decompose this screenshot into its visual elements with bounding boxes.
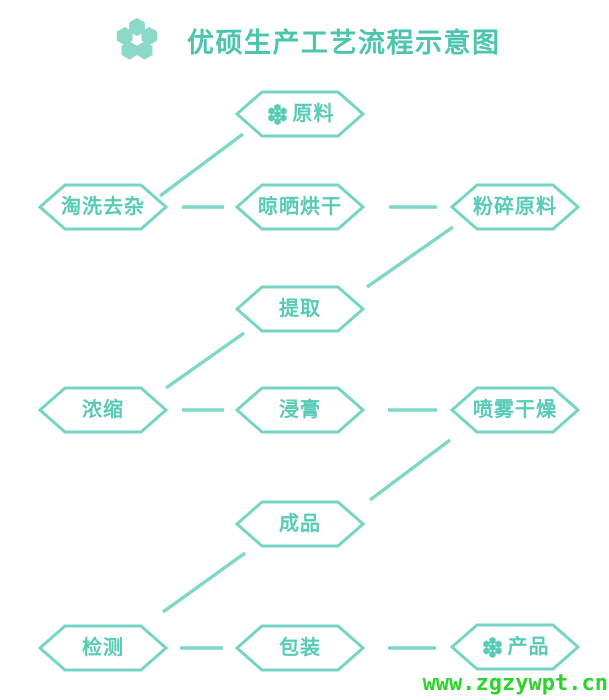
hexagon-shape <box>450 386 580 434</box>
flow-node-label: 喷雾干燥 <box>473 399 557 421</box>
hexagon-shape <box>235 183 365 231</box>
flow-node-extract-paste: 浸膏 <box>235 386 365 434</box>
edge-washing-raw-material <box>158 132 245 198</box>
flow-node-finished-product: 成品 <box>235 500 365 548</box>
logo-flower-icon <box>100 16 174 64</box>
flow-node-label: 原料 <box>292 103 335 125</box>
flow-node-extraction: 提取 <box>235 285 365 333</box>
hexagon-shape <box>235 500 365 548</box>
flow-node-spray-drying: 喷雾干燥 <box>450 386 580 434</box>
hexagon-shape <box>38 183 168 231</box>
hexagon-shape <box>235 624 365 672</box>
hexagon-shape <box>450 623 580 671</box>
flow-node-crushing: 粉碎原料 <box>450 183 580 231</box>
flow-node-label: 浓缩 <box>82 399 124 421</box>
flower-icon <box>481 636 504 659</box>
flow-node-label: 提取 <box>279 298 321 320</box>
flow-node-label: 检测 <box>82 637 124 659</box>
flow-node-testing: 检测 <box>38 624 168 672</box>
page-title: 优硕生产工艺流程示意图 <box>187 27 501 58</box>
flow-node-label: 产品 <box>507 636 550 658</box>
edge-crushing-extraction <box>365 225 455 289</box>
flow-node-washing: 淘洗去杂 <box>38 183 168 231</box>
hexagon-shape <box>38 624 168 672</box>
hexagon-shape <box>235 386 365 434</box>
flow-node-product: 产品 <box>450 623 580 671</box>
flow-node-label: 晾晒烘干 <box>258 196 342 218</box>
edge-extraction-concentration <box>164 331 246 390</box>
flow-node-raw-material: 原料 <box>235 90 365 138</box>
flow-node-packaging: 包装 <box>235 624 365 672</box>
hexagon-shape <box>38 386 168 434</box>
flow-node-label: 粉碎原料 <box>473 196 557 218</box>
flow-node-label: 包装 <box>279 637 321 659</box>
edge-finished-product-testing <box>161 551 247 614</box>
hexagon-shape <box>450 183 580 231</box>
flower-icon <box>266 103 289 126</box>
hexagon-shape <box>235 285 365 333</box>
watermark: www.zgzywpt.cn <box>422 671 608 696</box>
flow-node-label: 淘洗去杂 <box>61 196 145 218</box>
edge-spray-drying-finished-product <box>368 438 452 502</box>
flow-node-sun-drying: 晾晒烘干 <box>235 183 365 231</box>
hexagon-shape <box>235 90 365 138</box>
flow-node-label: 成品 <box>279 513 321 535</box>
header: 优硕生产工艺流程示意图 <box>100 14 501 66</box>
flow-node-label: 浸膏 <box>279 399 321 421</box>
flow-node-concentration: 浓缩 <box>38 386 168 434</box>
